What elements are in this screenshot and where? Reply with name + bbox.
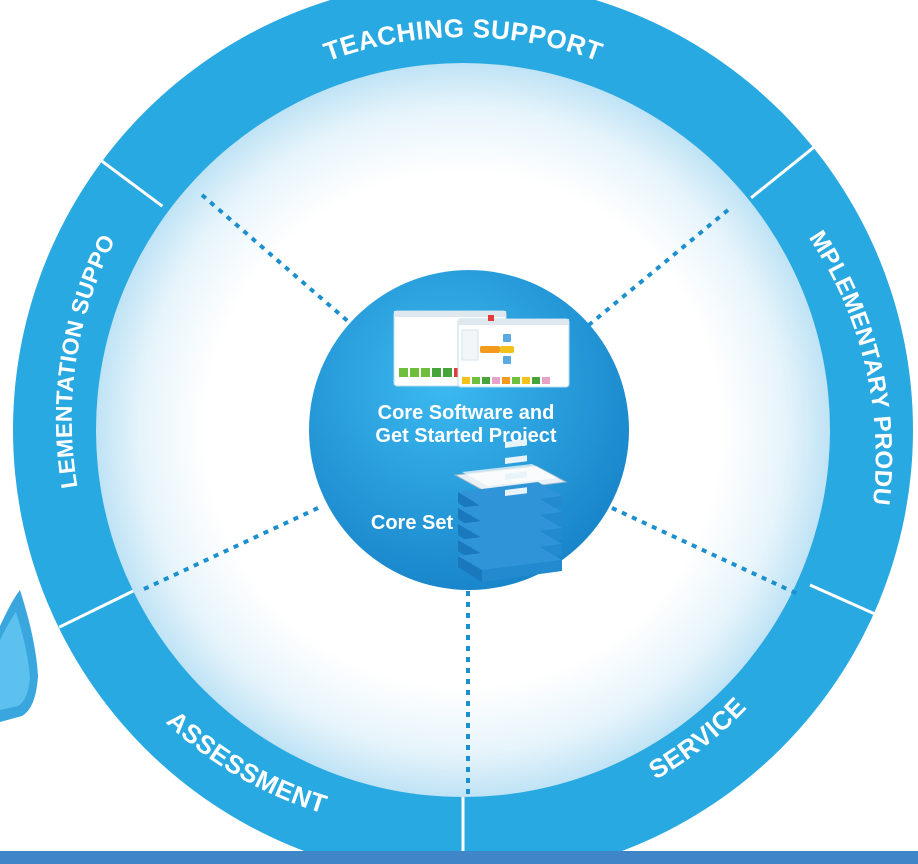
screen-back-titlebar [394, 311, 506, 317]
screen-front-toolbar [462, 377, 550, 384]
screen-close-dot [488, 315, 494, 321]
screen-block-blue [503, 356, 511, 364]
center-software-line1: Core Software and [378, 402, 555, 424]
connectors [141, 193, 801, 800]
core-set-label: Core Set [371, 512, 454, 534]
core-set-labels [505, 439, 527, 496]
ring-dividers [58, 143, 887, 864]
divider-line [58, 589, 134, 629]
screen-block-yellow [500, 346, 514, 353]
divider-line [92, 153, 164, 208]
bottom-band [0, 851, 918, 864]
software-screenshot[interactable] [393, 310, 570, 388]
core-set-image[interactable] [453, 439, 568, 582]
partial-device-highlight [0, 612, 30, 710]
divider-line [750, 143, 819, 199]
screen-block-blue [503, 334, 511, 342]
center-software-line2: Get Started Project [375, 425, 557, 447]
screen-block-orange [480, 346, 500, 353]
connector-line [200, 193, 360, 332]
divider-line [809, 583, 887, 621]
connector-line [611, 506, 801, 597]
core-set-bins [458, 482, 562, 582]
screen-front-titlebar [458, 319, 569, 325]
screen-side-panel [461, 329, 479, 361]
